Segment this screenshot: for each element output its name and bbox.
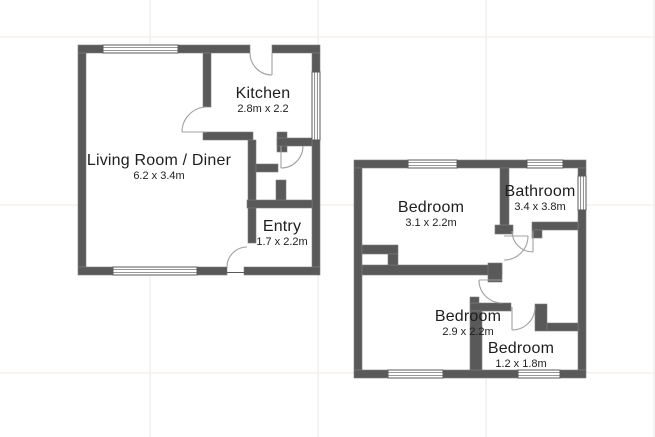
window-top-bathroom xyxy=(526,159,564,169)
ground-floor-doors xyxy=(181,52,304,273)
ground-floor-walls xyxy=(77,44,321,276)
bedroom2-door xyxy=(478,279,503,304)
window-right-bathroom xyxy=(577,175,587,211)
window-top xyxy=(102,44,179,54)
window-top-bedroom xyxy=(407,159,458,169)
window-bottom-bedroom3 xyxy=(517,369,561,379)
window-bottom-bedroom2 xyxy=(387,369,444,379)
first-floor-walls xyxy=(353,159,587,379)
ground-floor-footprint xyxy=(78,45,320,275)
kitchen-hall-door xyxy=(280,145,304,169)
ground-floor-plan xyxy=(77,44,321,276)
bathroom-door xyxy=(511,230,534,253)
kitchen-exterior-door xyxy=(249,52,273,76)
living-room-kitchen-door xyxy=(181,106,208,133)
ground-floor-windows xyxy=(102,44,321,276)
bedroom1-door xyxy=(503,235,529,261)
first-floor-plan xyxy=(353,159,587,379)
first-floor-windows xyxy=(387,159,587,379)
first-floor-doors xyxy=(478,230,536,331)
bedroom3-door xyxy=(511,306,536,331)
window-bottom xyxy=(112,266,198,276)
entry-front-door xyxy=(226,246,248,273)
window-right xyxy=(311,71,321,141)
